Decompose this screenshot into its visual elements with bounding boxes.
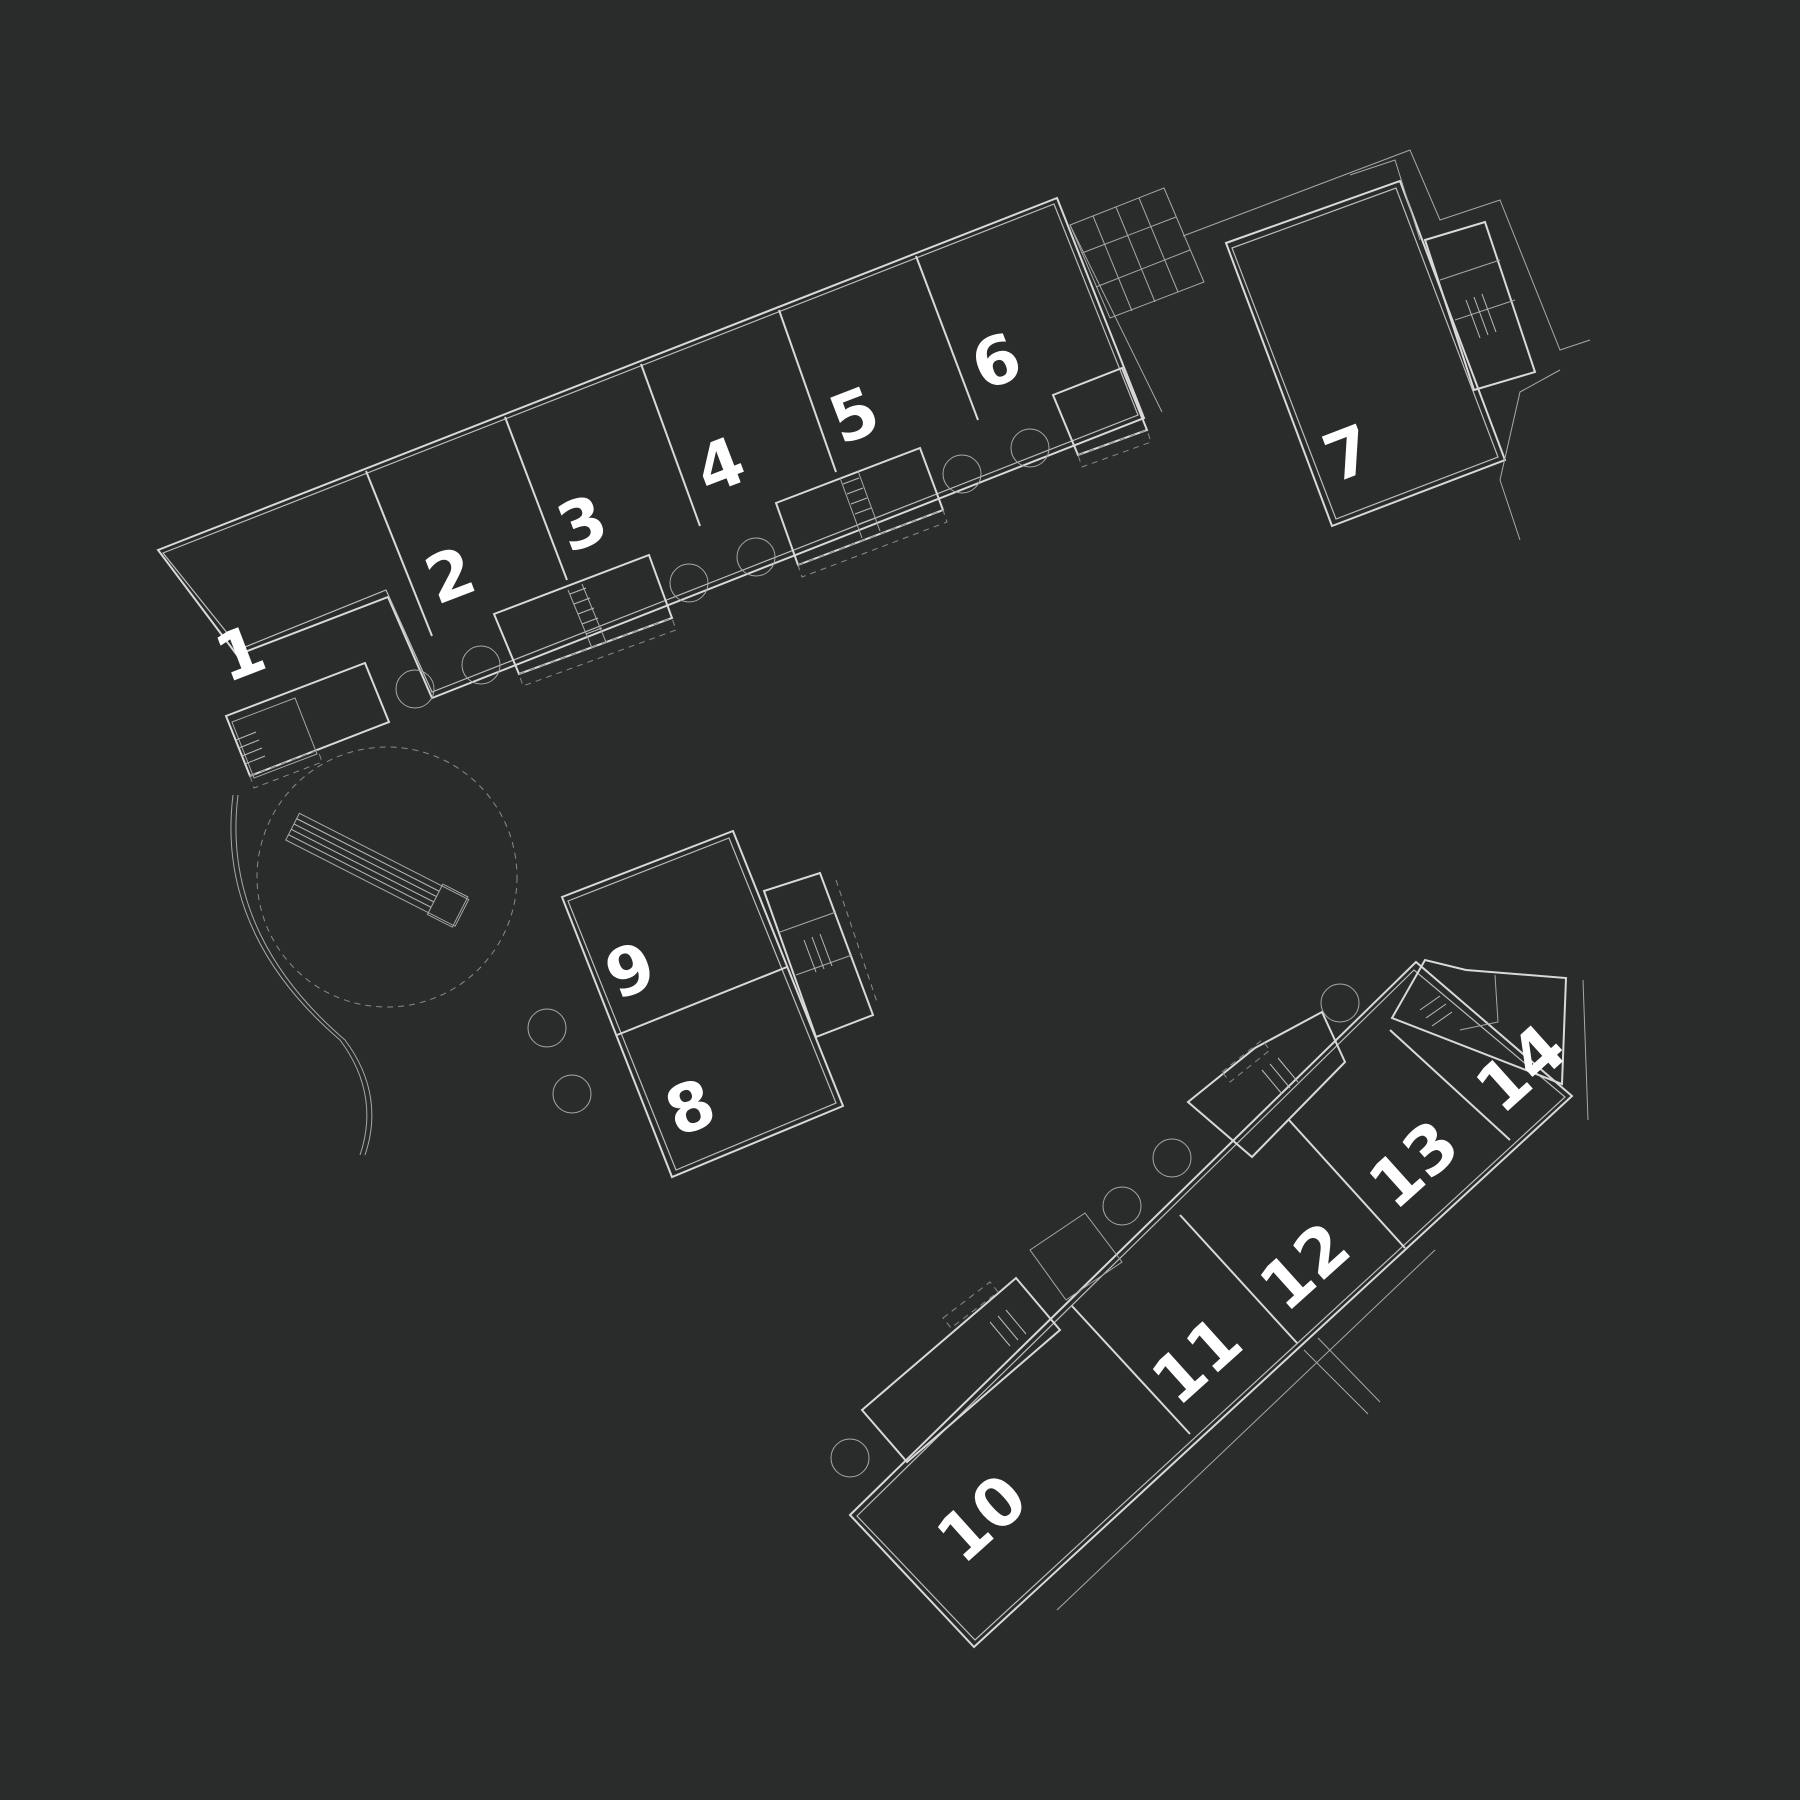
unit-label-4: 4: [685, 422, 755, 510]
unit-labels: 1 2 3 4 5 6 7 8 9 10 11 12 13 14: [205, 318, 1581, 1578]
wall-1-2: [365, 470, 433, 637]
wall-4-5: [778, 309, 837, 473]
unit-label-1: 1: [205, 610, 275, 698]
core-unit-13-14: [1390, 958, 1568, 1086]
unit-label-13: 13: [1354, 1105, 1474, 1224]
unit-label-6: 6: [961, 318, 1031, 406]
unit-label-2: 2: [415, 532, 485, 620]
building-c: [560, 829, 879, 1179]
building-b: [1182, 149, 1591, 541]
core-unit-7: [1423, 220, 1537, 392]
core-unit-6: [1051, 366, 1152, 468]
core-unit-2-3: [492, 553, 677, 687]
core-unit-11-12: [1186, 1010, 1347, 1159]
entry-canopy: [1069, 187, 1205, 413]
turning-circle: [256, 746, 518, 1008]
wall-13-14: [1389, 1029, 1511, 1141]
unit-label-7: 7: [1313, 410, 1383, 498]
unit-label-12: 12: [1245, 1207, 1365, 1326]
building-d: [848, 958, 1589, 1649]
wall-8-9: [616, 966, 788, 1036]
core-unit-4-5: [774, 446, 948, 578]
wall-3-4: [640, 363, 701, 527]
unit-label-14: 14: [1461, 1009, 1581, 1128]
unit-label-5: 5: [819, 372, 889, 460]
core-unit-1: [224, 661, 391, 789]
trees: [395, 428, 1360, 1478]
wall-2-3: [504, 416, 568, 581]
curved-path: [230, 794, 368, 1156]
building-a: [156, 196, 1152, 789]
wall-12-13: [1288, 1119, 1406, 1249]
core-unit-8-9: [762, 871, 879, 1039]
core-unit-10: [860, 1212, 1123, 1464]
unit-label-9: 9: [595, 927, 665, 1015]
wall-10-11: [1071, 1305, 1191, 1435]
unit-label-10: 10: [922, 1459, 1042, 1578]
unit-label-8: 8: [655, 1064, 725, 1152]
wall-5-6: [915, 255, 979, 421]
wall-11-12: [1179, 1214, 1298, 1344]
